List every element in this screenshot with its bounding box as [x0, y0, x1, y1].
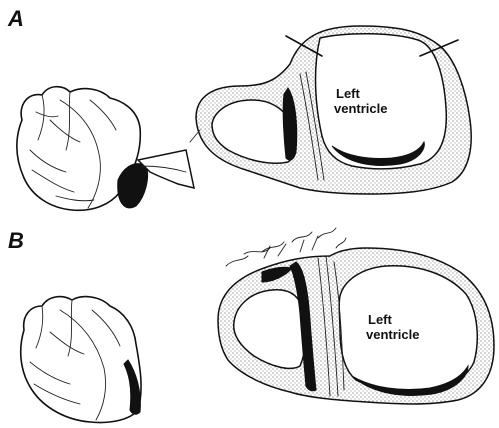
heart-exterior-b	[21, 297, 141, 423]
left-ventricle-label-b: Left ventricle	[366, 312, 419, 342]
heart-exterior-a	[17, 87, 194, 211]
cross-section-b	[218, 228, 494, 404]
label-line-ventricle: ventricle	[366, 327, 419, 342]
panel-letter-b: B	[8, 228, 24, 254]
left-ventricle-label-a: Left ventricle	[334, 86, 387, 116]
cross-section-a	[190, 26, 471, 194]
label-line-ventricle: ventricle	[334, 101, 387, 116]
label-line-left: Left	[366, 312, 419, 327]
label-line-left: Left	[334, 86, 387, 101]
panel-letter-a: A	[8, 6, 24, 32]
